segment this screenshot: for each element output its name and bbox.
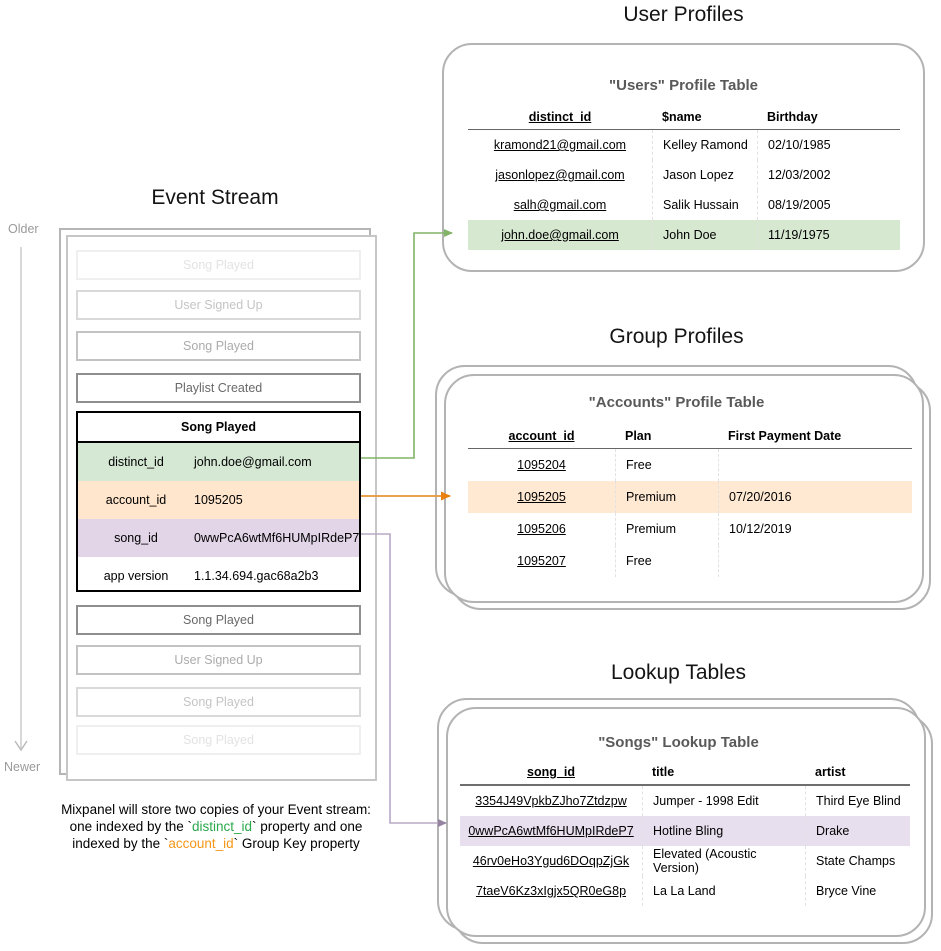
caption-text: ` Group Key property [233,836,360,851]
property-key: distinct_id [108,455,164,469]
table-cell: La La Land [642,876,805,906]
table-cell: Free [615,545,718,577]
table-cell: 1095207 [517,554,566,568]
column-header: artist [805,760,910,786]
column-header: distinct_id [468,104,652,130]
caption: Mixpanel will store two copies of your E… [40,801,392,852]
event-property-distinct-id: distinct_id john.doe@gmail.com [78,443,359,481]
accounts-table: account_id Plan First Payment Date 10952… [468,423,912,577]
table-cell: kramond21@gmail.com [493,138,627,152]
property-key: account_id [105,493,167,507]
event-stream-title: Event Stream [151,186,279,209]
table-cell-highlighted: 0wwPcA6wtMf6HUMpIRdeP7 [460,816,642,846]
newer-label: Newer [4,760,41,774]
property-value: 1.1.34.694.gac68a2b3 [194,568,319,583]
event-box-below-3: Song Played [76,687,361,717]
table-cell-highlighted: Hotline Bling [642,816,805,846]
event-box-below-1: Song Played [76,605,361,635]
table-cell-highlighted: 11/19/1975 [757,220,900,250]
accounts-table-heading: "Accounts" Profile Table [588,394,765,411]
table-cell: Kelley Ramond [652,130,757,160]
group-profiles-card: "Accounts" Profile Table account_id Plan… [435,365,931,610]
column-header: account_id [468,423,615,449]
event-property-app-version: app version 1.1.34.694.gac68a2b3 [78,557,359,594]
event-property-song-id: song_id 0wwPcA6wtMf6HUMpIRdeP7 [78,519,359,557]
table-cell: 1095206 [517,522,566,536]
table-cell: Jason Lopez [652,160,757,190]
table-cell [718,545,912,577]
table-cell: 02/10/1985 [757,130,900,160]
lookup-tables-title: Lookup Tables [610,661,747,684]
table-cell-highlighted: Drake [805,816,910,846]
table-cell: 10/12/2019 [718,513,912,545]
table-cell: salh@gmail.com [513,198,607,212]
column-header: title [642,760,805,786]
caption-line-3: indexed by the `account_id` Group Key pr… [40,835,392,852]
table-cell-highlighted: Premium [615,481,718,513]
table-cell-highlighted: 1095205 [468,481,615,513]
property-key: song_id [114,531,158,545]
table-cell: 12/03/2002 [757,160,900,190]
table-cell: 1095204 [517,458,566,472]
table-cell: State Champs [805,846,910,876]
event-box-above-3: Song Played [76,331,361,361]
caption-text: indexed by the ` [72,836,169,851]
expanded-event-title: Song Played [78,413,359,443]
table-cell: 46rv0eHo3Ygud6DOqpZjGk [472,854,630,868]
caption-text: one indexed by the ` [69,819,192,834]
column-header: song_id [460,760,642,786]
timeline-arrowhead [14,740,28,752]
songs-table-heading: "Songs" Lookup Table [598,734,759,751]
group-profiles-title: Group Profiles [609,325,744,348]
table-cell: 08/19/2005 [757,190,900,220]
caption-account-id-keyword: account_id [168,836,234,851]
users-table: distinct_id $name Birthday kramond21@gma… [468,104,900,250]
event-stream-container: Song Played User Signed Up Song Played P… [59,228,377,781]
property-value: 0wwPcA6wtMf6HUMpIRdeP7 [194,531,360,545]
property-value: 1095205 [194,493,243,507]
table-cell: Jumper - 1998 Edit [642,786,805,816]
table-cell [718,449,912,481]
expanded-event-card: Song Played distinct_id john.doe@gmail.c… [76,411,361,592]
table-cell: 7taeV6Kz3xIgjx5QR0eG8p [475,884,627,898]
table-cell-highlighted: john.doe@gmail.com [468,220,652,250]
caption-line-2: one indexed by the `distinct_id` propert… [40,818,392,835]
table-cell: Third Eye Blind [805,786,910,816]
event-box-above-1: Song Played [76,250,361,280]
table-cell: Salik Hussain [652,190,757,220]
column-header: First Payment Date [718,423,912,449]
column-header: Birthday [757,104,900,130]
property-value: john.doe@gmail.com [194,455,312,469]
event-box-below-4: Song Played [76,725,361,755]
users-table-heading: "Users" Profile Table [609,77,758,94]
table-cell-highlighted: 07/20/2016 [718,481,912,513]
table-cell: jasonlopez@gmail.com [495,168,625,182]
older-label: Older [8,222,39,236]
event-box-below-2: User Signed Up [76,645,361,675]
event-box-above-4: Playlist Created [76,373,361,403]
column-header: Plan [615,423,718,449]
event-box-above-2: User Signed Up [76,290,361,320]
property-key: app version [103,568,169,583]
event-property-account-id: account_id 1095205 [78,481,359,519]
table-cell-highlighted: John Doe [652,220,757,250]
caption-line-1: Mixpanel will store two copies of your E… [61,802,371,817]
caption-text: ` property and one [252,819,363,834]
user-profiles-title: User Profiles [623,3,744,26]
column-header: $name [652,104,757,130]
table-cell: Premium [615,513,718,545]
table-cell: Free [615,449,718,481]
caption-distinct-id-keyword: distinct_id [191,819,253,834]
user-profiles-card: "Users" Profile Table distinct_id $name … [442,43,925,272]
table-cell: Elevated (Acoustic Version) [642,846,805,876]
lookup-tables-card: "Songs" Lookup Table song_id title artis… [437,698,933,944]
songs-table: song_id title artist 3354J49VpkbZJho7Ztd… [460,760,910,906]
table-cell: Bryce Vine [805,876,910,906]
table-cell: 3354J49VpkbZJho7Ztdzpw [475,794,627,808]
